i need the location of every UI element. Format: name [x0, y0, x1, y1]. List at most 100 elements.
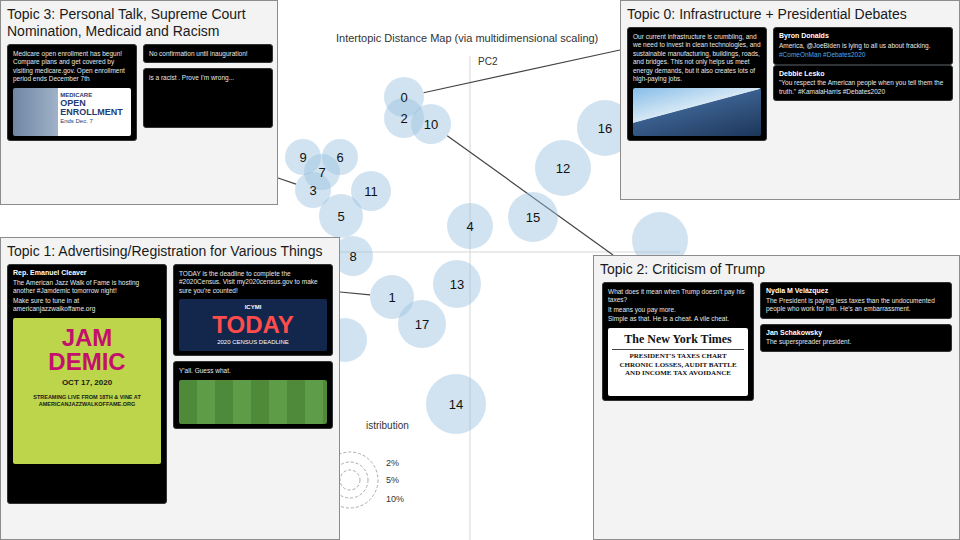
tweet-image: MEDICAREOPEN ENROLLMENTEnds Dec. 7 [13, 88, 131, 136]
tweet-card: No confirmation until inauguration! [143, 44, 273, 63]
leader-line [340, 292, 370, 295]
image-text: The New York Times [612, 332, 744, 346]
topic-number: 9 [299, 151, 306, 164]
image-text: TODAY [183, 312, 323, 338]
tweet-author: Debbie Lesko [779, 70, 947, 79]
circle-fill [508, 192, 558, 242]
tweet-card: Debbie Lesko"You respect the American pe… [773, 65, 953, 102]
topic-circle: 17 [398, 300, 446, 348]
circle-fill [426, 374, 486, 434]
callout-heading: Topic 2: Criticism of Trump [594, 256, 959, 278]
tweet-text: Y'all. Guess what. [179, 367, 327, 375]
topic-number: 0 [400, 91, 407, 104]
circle-fill [333, 236, 373, 276]
topic-number: 15 [526, 211, 540, 224]
tweet-card: Our current infrastructure is crumbling,… [627, 27, 767, 141]
image-text: JAM [18, 326, 156, 350]
image-text: Ends Dec. 7 [60, 118, 128, 126]
tweet-text: The President is paying less taxes than … [766, 297, 946, 314]
legend-label: 10% [386, 494, 404, 504]
image-text: 2020 CENSUS DEADLINE [183, 339, 323, 347]
circle-fill [535, 140, 591, 196]
image-text: MEDICARE [60, 92, 128, 99]
topic-callout: Topic 1: Advertising/Registration for Va… [0, 237, 340, 540]
tweet-card: What does it mean when Trump doesn't pay… [602, 282, 754, 401]
tweet-text: Make sure to tune in at americanjazzwalk… [13, 297, 161, 314]
topic-number: 4 [466, 220, 473, 233]
leader-line [447, 136, 613, 255]
topic-callout: Topic 0: Infrastructure + Presidential D… [620, 0, 960, 200]
topic-number: 8 [349, 250, 356, 263]
topic-circle: 12 [535, 140, 591, 196]
tweet-card: Jan SchakowskyThe superspreader presiden… [760, 324, 952, 352]
image-text: OPEN ENROLLMENT [60, 99, 128, 118]
topic-number: 13 [450, 278, 464, 291]
topic-number: 10 [424, 118, 438, 131]
topic-number: 16 [598, 122, 612, 135]
topic-circle: 4 [447, 203, 493, 249]
circle-fill [447, 203, 493, 249]
topic-number: 11 [364, 185, 378, 198]
topic-number: 7 [318, 166, 325, 179]
topic-number: 12 [556, 162, 570, 175]
tweet-text: TODAY is the deadline to complete the #2… [179, 270, 327, 295]
tweet-card: Medicare open enrollment has begun! Comp… [7, 44, 137, 141]
topic-circle: 10 [411, 104, 451, 144]
tweet-photo [179, 380, 327, 424]
tweet-image: JAMDEMICOCT 17, 2020STREAMING LIVE FROM … [13, 318, 161, 464]
tweet-text: No confirmation until inauguration! [149, 50, 267, 58]
image-text: ICYMI [183, 304, 323, 312]
topic-circle: 15 [508, 192, 558, 242]
tweet-photo [633, 88, 761, 136]
topic-callout: Topic 3: Personal Talk, Supreme Court No… [0, 0, 278, 205]
circle-fill [398, 300, 446, 348]
tweet-text: The American Jazz Walk of Fame is hostin… [13, 279, 161, 296]
topic-number: 17 [415, 318, 429, 331]
axis-label: istribution [366, 420, 409, 431]
leader-line [278, 178, 296, 184]
circle-fill [319, 194, 363, 238]
tweet-card: Nydia M VelázquezThe President is paying… [760, 282, 952, 319]
topic-number: 14 [449, 398, 463, 411]
topic-callout: Topic 2: Criticism of TrumpWhat does it … [593, 255, 960, 540]
tweet-image: ICYMITODAY2020 CENSUS DEADLINE [179, 299, 327, 351]
tweet-author: Rep. Emanuel Cleaver [13, 269, 161, 278]
image-text: STREAMING LIVE FROM 18TH & VINE AT AMERI… [18, 394, 156, 408]
callout-heading: Topic 1: Advertising/Registration for Va… [1, 238, 339, 260]
axis-label: PC2 [478, 56, 497, 67]
topic-number: 3 [309, 184, 316, 197]
tweet-image: The New York TimesPRESIDENT'S TAXES CHAR… [608, 328, 748, 396]
circle-fill [411, 104, 451, 144]
tweet-card: Byron DonaldsAmerica, @JoeBiden is lying… [773, 27, 953, 65]
tweet-author: Jan Schakowsky [766, 329, 946, 338]
topic-number: 1 [388, 291, 395, 304]
tweet-card: Rep. Emanuel CleaverThe American Jazz Wa… [7, 264, 167, 504]
topic-circle: 5 [319, 194, 363, 238]
tweet-author: Nydia M Velázquez [766, 287, 946, 296]
legend-label: 2% [386, 458, 399, 468]
size-legend-circle [340, 470, 360, 490]
tweet-card: is a racist . Prove I'm wrong... [143, 68, 273, 128]
callout-heading: Topic 0: Infrastructure + Presidential D… [621, 1, 959, 23]
tweet-text: It means you pay more. [608, 306, 748, 314]
tweet-text: #ComeOnMan #Debates2020 [779, 51, 947, 59]
tweet-text: Our current infrastructure is crumbling,… [633, 33, 761, 84]
tweet-text: What does it mean when Trump doesn't pay… [608, 288, 748, 305]
topic-circle: 13 [433, 260, 481, 308]
topic-number: 5 [337, 210, 344, 223]
callout-heading: Topic 3: Personal Talk, Supreme Court No… [1, 1, 277, 40]
leader-line [424, 50, 620, 93]
topic-number: 6 [336, 151, 343, 164]
tweet-text: Simple as that. He is a cheat. A vile ch… [608, 315, 748, 323]
tweet-text: "You respect the American people when yo… [779, 79, 947, 96]
legend-label: 5% [386, 475, 399, 485]
topic-number: 2 [400, 112, 407, 125]
tweet-text: Medicare open enrollment has begun! Comp… [13, 50, 131, 84]
topic-circle: 14 [426, 374, 486, 434]
image-text: OCT 17, 2020 [18, 378, 156, 388]
circle-fill [433, 260, 481, 308]
tweet-text: is a racist . Prove I'm wrong... [149, 74, 267, 82]
circle-fill [577, 100, 633, 156]
tweet-text: The superspreader president. [766, 338, 946, 346]
tweet-author: Byron Donalds [779, 32, 947, 41]
